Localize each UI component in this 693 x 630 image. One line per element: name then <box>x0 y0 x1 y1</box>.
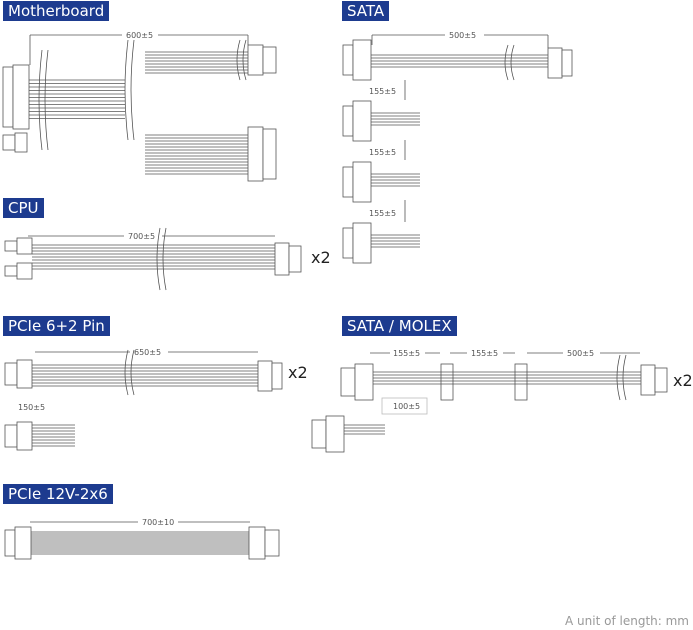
pcie-quantity: x2 <box>288 363 308 382</box>
sata-spacing-1: 155±5 <box>369 87 396 96</box>
pcie-title: PCIe 6+2 Pin <box>3 316 110 336</box>
pcie12v-length: 700±10 <box>142 518 174 527</box>
motherboard-title: Motherboard <box>3 1 110 21</box>
unit-note: A unit of length: mm <box>565 614 689 628</box>
cable-break-mark <box>616 354 627 401</box>
cable-break-mark <box>124 39 135 141</box>
cpu-length: 700±5 <box>128 232 155 241</box>
sata-title: SATA <box>342 1 390 21</box>
sata-molex-branch-length: 100±5 <box>393 402 420 411</box>
pcie12v-title: PCIe 12V-2x6 <box>3 484 113 504</box>
wire-bundles <box>29 39 641 555</box>
sata-molex-spacing-1: 155±5 <box>393 349 420 358</box>
cable-break-mark <box>156 227 167 291</box>
cable-break-mark <box>38 49 49 151</box>
sata-spacing-2: 155±5 <box>369 148 396 157</box>
pcie-branch-length: 150±5 <box>18 403 45 412</box>
motherboard-length: 600±5 <box>126 31 153 40</box>
cpu-title: CPU <box>3 198 44 218</box>
cable-break-mark <box>124 349 135 396</box>
sata-spacing-3: 155±5 <box>369 209 396 218</box>
cable-break-mark <box>236 39 247 81</box>
dimension-lines <box>28 34 640 523</box>
sata-molex-spacing-2: 155±5 <box>471 349 498 358</box>
sata-molex-title: SATA / MOLEX <box>342 316 457 336</box>
sata-molex-quantity: x2 <box>673 371 693 390</box>
sata-molex-spacing-3: 500±5 <box>567 349 594 358</box>
pcie-length: 650±5 <box>134 348 161 357</box>
cable-break-mark <box>504 44 515 81</box>
connectors <box>2 39 668 560</box>
sata-length: 500±5 <box>449 31 476 40</box>
cpu-quantity: x2 <box>311 248 331 267</box>
